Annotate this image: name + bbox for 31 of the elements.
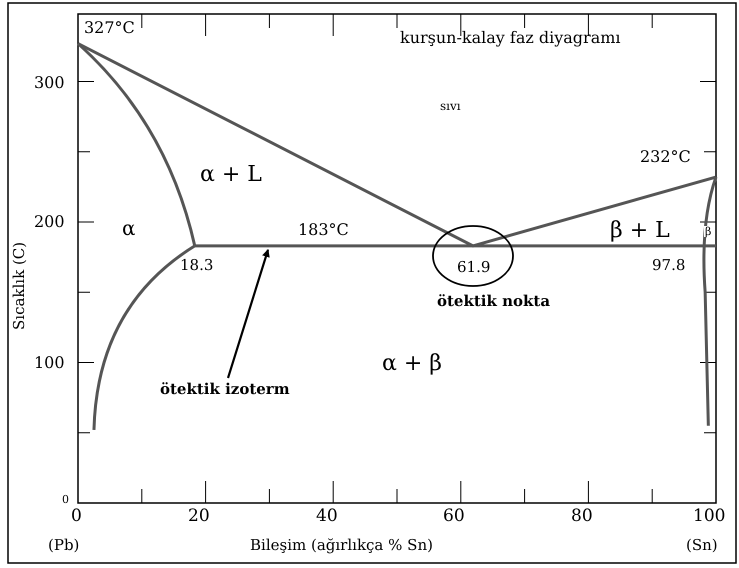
region-label: α + L <box>200 164 262 186</box>
axis-tick-label: 200 <box>34 214 65 230</box>
leader-arrow <box>226 248 270 378</box>
temperature-label: 232°C <box>640 149 691 165</box>
region-label: β <box>704 226 712 237</box>
axis-tick-label: 300 <box>34 75 65 91</box>
region-label: α + β <box>382 353 442 375</box>
axis-tick-label: 20 <box>188 508 210 525</box>
axis-title: Sıcaklık (C) <box>12 242 27 330</box>
region-label: sıvı <box>440 100 461 112</box>
axis-title: Bileşim (ağırlıkça % Sn) <box>250 538 433 553</box>
value-label: 61.9 <box>457 260 490 275</box>
region-label: α <box>122 218 136 238</box>
axis-tick-label: 80 <box>571 508 593 525</box>
axis-tick-label: 100 <box>693 508 726 525</box>
axis-tick-label: 0 <box>62 494 69 505</box>
value-label: 18.3 <box>180 258 214 273</box>
axis-tick-label: 60 <box>443 508 465 525</box>
value-label: 97.8 <box>652 258 686 273</box>
annotation-text: ötektik nokta <box>437 294 550 309</box>
temperature-label: 183°C <box>298 222 349 238</box>
axis-tick-label: 40 <box>316 508 338 525</box>
eutectic-isotherm-line <box>194 244 716 248</box>
axis-end-label: (Sn) <box>686 538 718 553</box>
diagram-title: kurşun-kalay faz diyagramı <box>400 30 621 46</box>
axis-tick-label: 0 <box>71 508 82 525</box>
axis-tick-label: 100 <box>34 355 65 371</box>
axis-end-label: (Pb) <box>48 538 80 553</box>
temperature-label: 327°C <box>84 20 135 36</box>
eutectic-point-ellipse <box>431 224 515 288</box>
annotation-text: ötektik izoterm <box>160 382 290 397</box>
